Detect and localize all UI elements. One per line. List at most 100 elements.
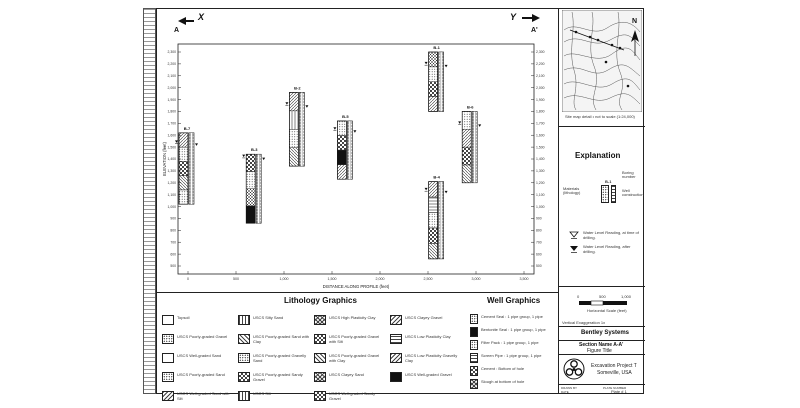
elev-tick-label-left: 2,300: [168, 50, 177, 54]
elev-tick-label-right: 2,200: [536, 62, 545, 66]
company-name: Bentley Systems: [581, 330, 630, 336]
elev-tick-label-right: 2,000: [536, 86, 545, 90]
elev-tick-label-left: 1,800: [168, 110, 177, 114]
lithology-layer: [289, 110, 299, 130]
lithology-label: Topsoil: [177, 315, 190, 320]
well-legend-item: Screen Pipe : 1 pipe group, 1 pipe: [470, 352, 556, 365]
section-end-right: A': [531, 27, 538, 34]
lithology-layer: [178, 161, 189, 176]
well-label: Screen Pipe : 1 pipe group, 1 pipe: [481, 353, 542, 358]
well-swatch: [470, 340, 478, 350]
lithology-layer: [289, 129, 299, 148]
drawing-frame: [156, 8, 644, 394]
boring-column: [461, 111, 472, 184]
footer-page: Plate # 1: [611, 389, 627, 394]
water-level-marker-after: [478, 124, 482, 127]
well-label: Filter Pack : 1 pipe group, 1 pipe: [481, 340, 539, 345]
lithology-legend-item: USCS High Plasticity Clay: [314, 313, 388, 332]
lithology-swatch: [162, 334, 174, 344]
boring-column: [178, 132, 189, 205]
elev-tick-label-right: 1,400: [536, 157, 545, 161]
boring-label: B-5: [342, 114, 349, 119]
lithology-legend-item: USCS Well-graded Sand: [162, 351, 236, 370]
boring-column: [289, 92, 299, 167]
well-casing: [300, 92, 304, 167]
elev-tick-label-right: 600: [536, 252, 542, 256]
lithology-layer: [428, 81, 438, 97]
lithology-legend-item: USCS Poorly-graded Gravel with Silt: [314, 332, 388, 351]
lithology-label: USCS Poorly-graded Gravel with Silt: [329, 334, 380, 344]
lithology-label: USCS Clayey Gravel: [405, 315, 443, 320]
elev-tick-label-right: 700: [536, 240, 542, 244]
lithology-swatch: [238, 372, 250, 382]
elev-tick-label-right: 1,200: [536, 181, 545, 185]
explanation-wl1: Water Level Reading, at time of drilling…: [583, 230, 639, 240]
dist-tick-label: 2,500: [424, 277, 433, 281]
lithology-label: USCS High Plasticity Clay: [329, 315, 376, 320]
water-level-marker-after: [262, 157, 266, 161]
scale-panel: 0 500 1,000 Horizontal Scale (feet) Vert…: [559, 286, 645, 326]
lithology-swatch: [162, 372, 174, 382]
water-level-marker-after: [444, 64, 448, 68]
vertical-exaggeration: Vertical Exaggeration 1x: [562, 320, 606, 325]
left-margin-strip: [143, 8, 156, 394]
water-level-marker: [458, 121, 462, 124]
boring-column: [245, 153, 256, 224]
section-divider: [156, 292, 558, 293]
lithology-legend-item: USCS Clayey Sand: [314, 370, 388, 389]
elev-tick-label-left: 700: [170, 240, 176, 244]
section-end-left: A: [174, 27, 180, 34]
dist-tick-label: 3,000: [472, 277, 481, 281]
elev-tick-label-left: 2,200: [168, 62, 177, 66]
north-label: N: [632, 18, 638, 25]
lithology-layer: [337, 120, 347, 136]
lithology-label: USCS Well-graded Gravel: [405, 372, 452, 377]
section-name: Section Name A-A': [579, 342, 624, 348]
boring-label: B-1: [433, 45, 440, 50]
well-label: Bentonite Seal : 1 pipe group, 1 pipe: [481, 327, 546, 332]
lithology-layer: [178, 146, 189, 162]
lithology-legend-item: USCS Poorly-graded Sand with Clay: [238, 332, 312, 351]
lithology-layer: [337, 164, 347, 180]
lithology-swatch: [314, 353, 326, 363]
scale-bar: [579, 300, 627, 306]
water-level-marker-after: [305, 105, 309, 108]
well-legend-item: Cement Seal : 1 pipe group, 1 pipe: [470, 313, 556, 326]
water-level-marker: [424, 187, 428, 191]
dist-tick-label: 2,000: [376, 277, 385, 281]
well-legend-item: Filter Pack : 1 pipe group, 1 pipe: [470, 339, 556, 352]
elev-tick-label-left: 500: [170, 264, 176, 268]
elev-tick-label-right: 1,500: [536, 145, 545, 149]
lithology-legend-item: USCS Well-graded Gravel: [390, 370, 464, 389]
lithology-swatch: [238, 353, 250, 363]
direction-y-label: Y: [510, 12, 517, 22]
section-name-panel: Section Name A-A' Figure Title: [559, 340, 645, 354]
site-map: [562, 10, 642, 112]
lithology-layer: [178, 132, 189, 148]
well-swatch: [470, 327, 478, 337]
boring-label: B-7: [184, 126, 191, 131]
dist-tick-label: 1,500: [328, 277, 337, 281]
lithology-legend-item: USCS Silty Sand: [238, 313, 312, 332]
left-arrow-icon: [178, 17, 194, 25]
footer-plate-number: PLATE NUMBER: [603, 386, 627, 390]
title-block: N Site map detail • not to scale (1:24,0…: [558, 8, 645, 394]
well-casing: [439, 181, 443, 260]
lithology-swatch: [314, 372, 326, 382]
well-casing: [257, 154, 260, 224]
water-level-drilling-icon: [569, 231, 579, 239]
water-level-marker-after: [444, 190, 448, 194]
elev-tick-label-left: 1,000: [168, 205, 177, 209]
water-level-marker: [424, 61, 428, 65]
dist-tick-label: 1,000: [280, 277, 289, 281]
lithology-layer: [178, 175, 189, 191]
lithology-swatch: [162, 315, 174, 325]
explanation-well-column: [611, 185, 616, 203]
lithology-label: USCS Poorly-graded Sandy Gravel: [253, 372, 303, 382]
boring-column: [337, 120, 347, 180]
boring-label: B-6: [467, 104, 474, 109]
dist-tick-label: 3,500: [520, 277, 529, 281]
boring-label: B-4: [433, 175, 440, 180]
well-legend-title: Well Graphics: [487, 296, 541, 305]
explanation-lithology: Materials (lithology): [563, 186, 581, 195]
